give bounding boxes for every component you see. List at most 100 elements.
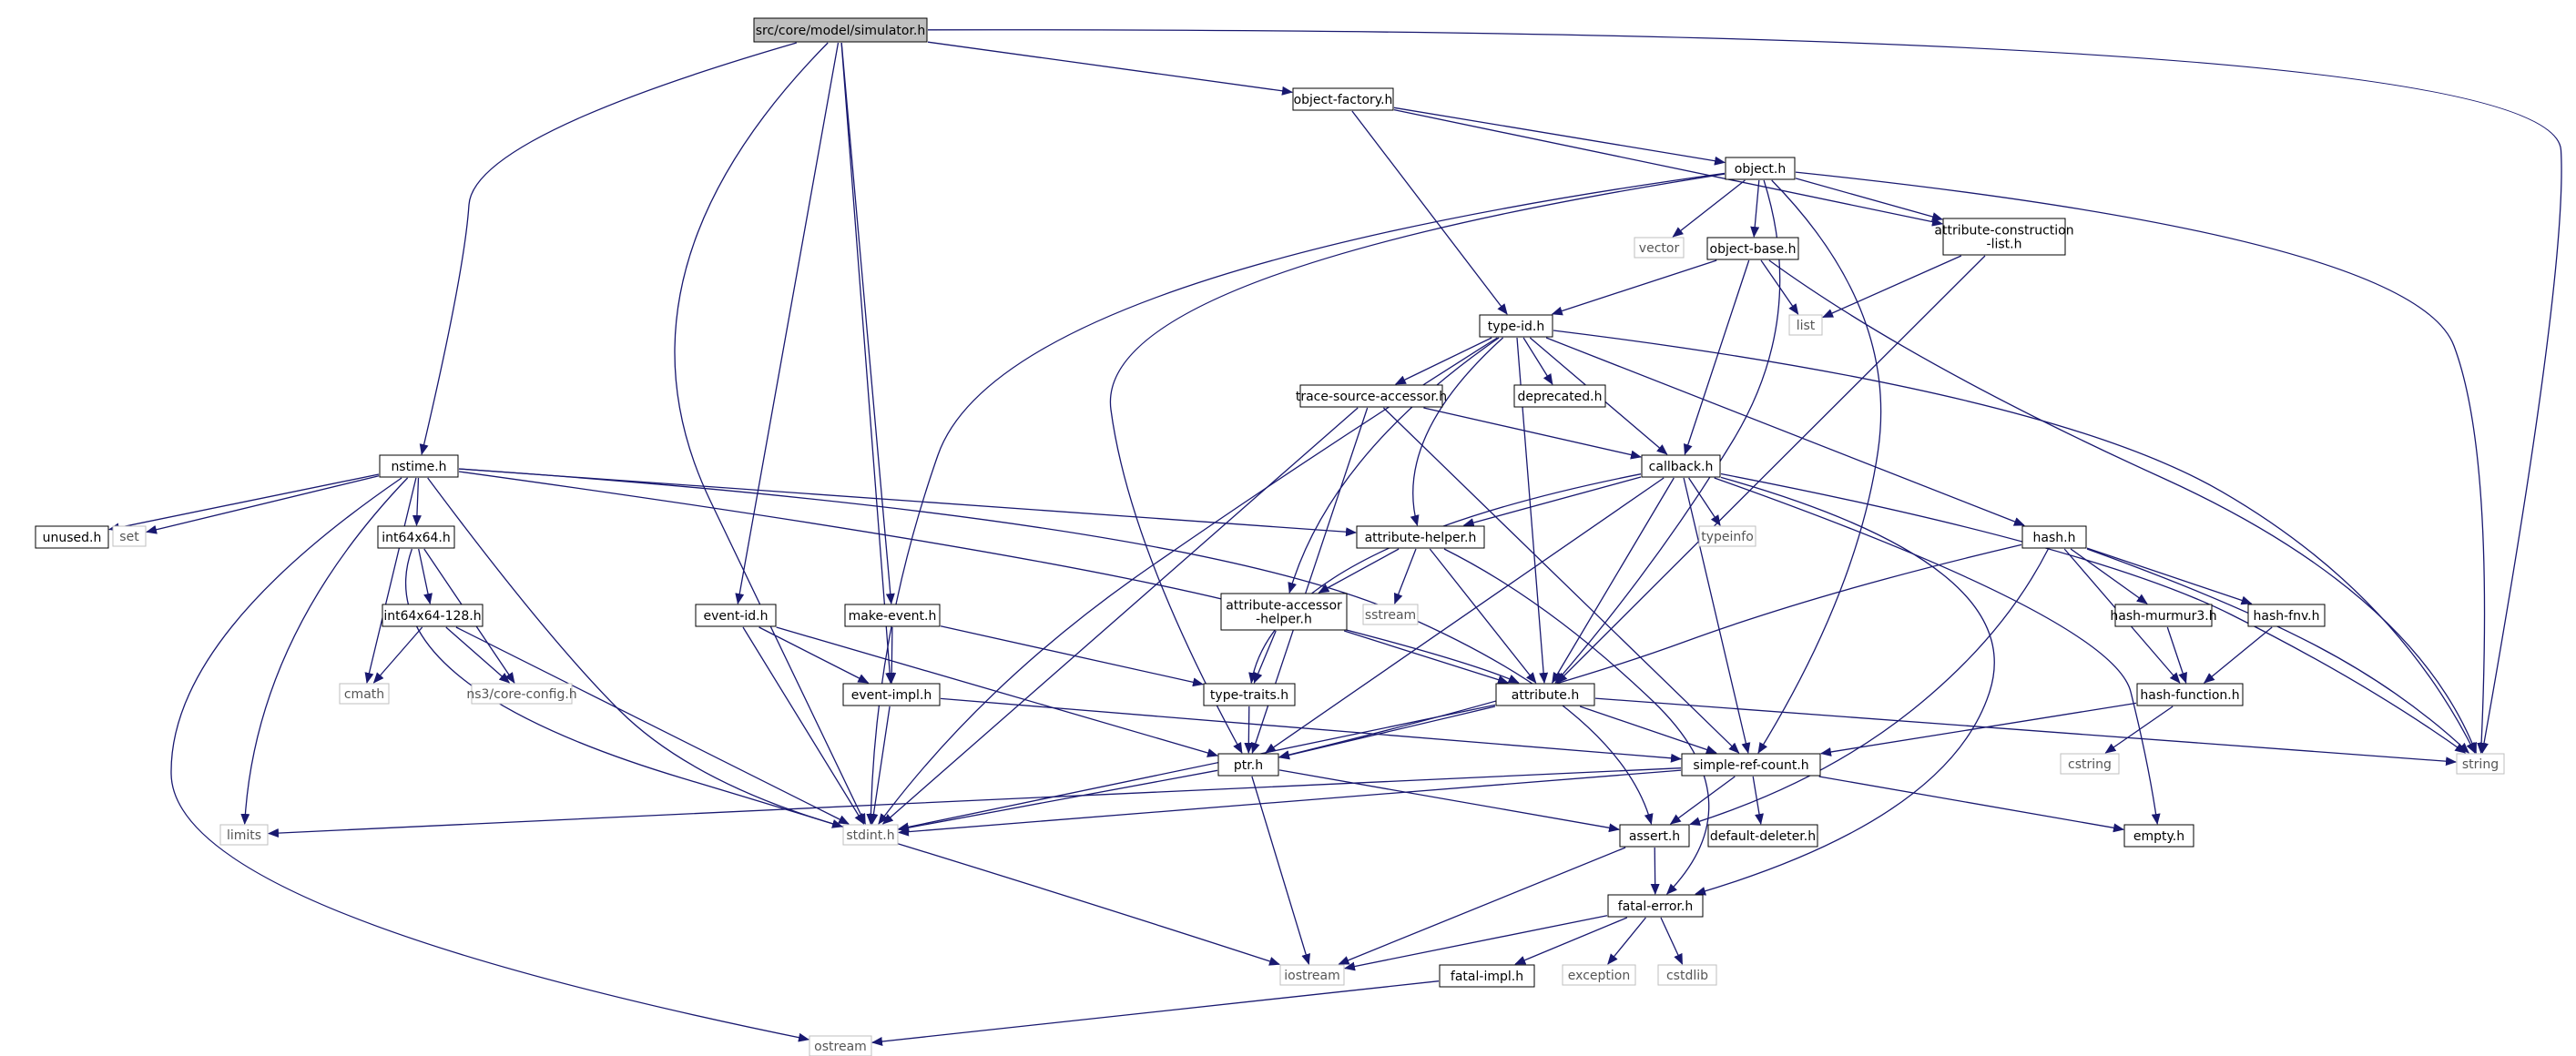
node-attribute[interactable]: attribute.h: [1495, 683, 1595, 706]
edge-simple-ref-to-assert: [1669, 776, 1736, 825]
node-hash[interactable]: hash.h: [2021, 525, 2087, 549]
node-trace-source[interactable]: trace-source-accessor.h: [1296, 384, 1447, 408]
node-label: attribute-accessor-helper.h: [1226, 599, 1342, 627]
node-type-id[interactable]: type-id.h: [1479, 314, 1553, 338]
node-box: [842, 824, 899, 846]
node-box: [377, 525, 455, 549]
node-label: simple-ref-count.h: [1693, 758, 1808, 773]
node-label: fatal-impl.h: [1451, 970, 1523, 984]
node-default-deleter[interactable]: default-deleter.h: [1707, 824, 1818, 848]
edge-event-id-to-ptr: [776, 626, 1218, 757]
node-fatal-impl[interactable]: fatal-impl.h: [1439, 964, 1535, 988]
node-label: exception: [1568, 969, 1630, 983]
node-label: unused.h: [43, 531, 102, 545]
node-make-event[interactable]: make-event.h: [844, 604, 941, 627]
edge-simulator-to-event-impl: [840, 42, 895, 684]
node-unused[interactable]: unused.h: [35, 525, 109, 549]
node-box: [1203, 683, 1296, 706]
node-label: ptr.h: [1234, 758, 1263, 773]
edge-callback-to-simple-ref: [1683, 477, 1751, 754]
node-simulator[interactable]: src/core/model/simulator.h: [753, 17, 928, 43]
edge-attr-construction-to-list: [1822, 255, 1962, 319]
node-box: [1362, 604, 1419, 625]
edge-object-base-to-string: [1768, 259, 2477, 754]
node-box: [1279, 964, 1345, 986]
edge-attr-helper-to-fatal-error: [1443, 548, 1710, 895]
node-box: [382, 604, 484, 627]
edge-callback-to-type-traits: [1248, 473, 1642, 684]
node-fatal-error[interactable]: fatal-error.h: [1607, 894, 1704, 918]
edge-simulator-to-stdint: [674, 42, 866, 825]
node-hash-fnv[interactable]: hash-fnv.h: [2247, 604, 2326, 627]
node-box: [35, 525, 109, 549]
node-object-factory[interactable]: object-factory.h: [1292, 87, 1394, 111]
node-nstime[interactable]: nstime.h: [379, 454, 459, 478]
node-label: int64x64.h: [382, 531, 451, 545]
node-attr-accessor[interactable]: attribute-accessor-helper.h: [1220, 593, 1348, 631]
node-ptr[interactable]: ptr.h: [1217, 753, 1279, 777]
node-hash-function[interactable]: hash-function.h: [2136, 683, 2244, 706]
edge-nstime-to-attribute: [458, 471, 1520, 684]
node-box: [1217, 753, 1279, 777]
node-attr-helper[interactable]: attribute-helper.h: [1356, 525, 1485, 549]
node-box: [339, 683, 390, 705]
nodes-layer: src/core/model/simulator.h object-factory…: [35, 17, 2505, 1056]
node-object[interactable]: object.h: [1725, 157, 1796, 180]
node-label: vector: [1639, 241, 1680, 256]
edge-object-to-simple-ref: [1757, 179, 1882, 754]
node-int64x64-128[interactable]: int64x64-128.h: [382, 604, 484, 627]
node-deprecated[interactable]: deprecated.h: [1513, 384, 1606, 408]
node-label: event-impl.h: [851, 688, 932, 703]
node-type-traits[interactable]: type-traits.h: [1203, 683, 1296, 706]
edge-callback-to-ptr: [1264, 477, 1665, 754]
edge-ptr-to-stdint: [898, 769, 1218, 833]
edge-hash-function-to-cstring: [2104, 706, 2174, 754]
node-box: [2114, 604, 2213, 627]
edge-int64x64-128-to-core-config: [445, 626, 511, 684]
node-int64x64[interactable]: int64x64.h: [377, 525, 455, 549]
edge-type-id-to-deprecated: [1522, 337, 1553, 385]
node-label: attribute-helper.h: [1365, 531, 1477, 545]
node-box: [1220, 593, 1348, 631]
node-box: [1706, 237, 1799, 260]
edge-object-factory-to-attr-construction: [1393, 108, 1943, 227]
node-box: [1641, 454, 1721, 478]
node-cmath: cmath: [339, 683, 390, 705]
edge-trace-source-to-stdint: [881, 407, 1359, 825]
node-empty[interactable]: empty.h: [2123, 824, 2194, 848]
edge-object-to-vector: [1672, 179, 1746, 238]
node-limits: limits: [219, 824, 269, 846]
node-event-id[interactable]: event-id.h: [695, 604, 777, 627]
node-label: sstream: [1365, 608, 1416, 623]
node-label: empty.h: [2133, 829, 2184, 844]
edge-ptr-to-assert: [1278, 769, 1620, 833]
node-box: [2123, 824, 2194, 848]
node-label: nstime.h: [391, 460, 446, 474]
edges-layer: [108, 29, 2562, 1046]
edge-simple-ref-to-empty: [1818, 776, 2124, 833]
node-event-impl[interactable]: event-impl.h: [842, 683, 941, 706]
node-callback[interactable]: callback.h: [1641, 454, 1721, 478]
node-box: [1634, 237, 1685, 259]
edge-object-to-object-base: [1750, 179, 1760, 238]
edge-hash-to-string: [2086, 548, 2469, 754]
edge-attribute-to-simple-ref: [1579, 706, 1717, 755]
node-vector: vector: [1634, 237, 1685, 259]
node-string: string: [2456, 753, 2505, 775]
node-label: limits: [227, 828, 261, 843]
node-hash-murmur3[interactable]: hash-murmur3.h: [2110, 604, 2217, 627]
node-assert[interactable]: assert.h: [1619, 824, 1690, 848]
node-object-base[interactable]: object-base.h: [1706, 237, 1799, 260]
edge-hash-murmur3-to-hash-function: [2166, 626, 2187, 684]
node-label: ns3/core-config.h: [466, 687, 576, 702]
node-attr-construction[interactable]: attribute-construction-list.h: [1934, 218, 2074, 256]
node-box: [1607, 894, 1704, 918]
edge-hash-function-to-simple-ref: [1820, 702, 2137, 756]
node-set: set: [112, 525, 147, 547]
edge-type-id-to-attr-accessor: [1288, 337, 1500, 594]
edge-object-base-to-type-id: [1551, 259, 1717, 316]
node-box: [2136, 683, 2244, 706]
node-simple-ref[interactable]: simple-ref-count.h: [1681, 753, 1821, 777]
node-box: [2456, 753, 2505, 775]
